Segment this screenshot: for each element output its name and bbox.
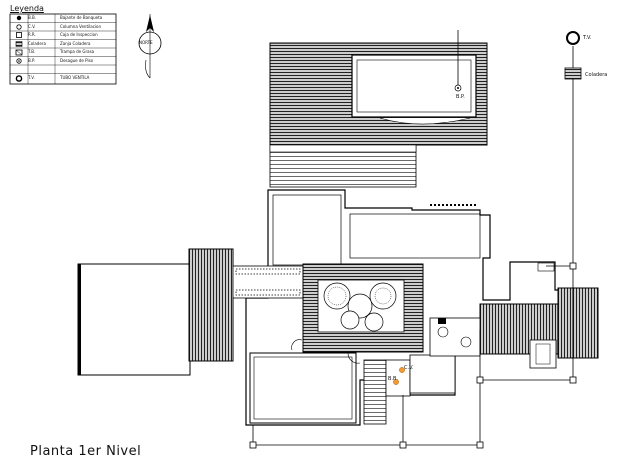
north-arrow xyxy=(138,14,162,79)
legend-description: Caja de Inspeccion xyxy=(60,32,98,37)
vent-pipe-label: T.V. xyxy=(583,35,592,41)
legend-description: Columna Ventilacion xyxy=(60,24,101,29)
legend-symbol-3 xyxy=(16,32,22,38)
legend-code: T.B. xyxy=(28,49,36,54)
legend-box xyxy=(9,13,117,85)
lower-room-left xyxy=(249,352,357,424)
legend-description: Zanja Coladera xyxy=(60,41,91,46)
legend-description: TUBO VENTILA xyxy=(60,75,90,80)
pool-drain-label: B.P. xyxy=(456,94,465,100)
legend-description: Desague de Piso xyxy=(60,58,94,63)
plan-title: Planta 1er Nivel xyxy=(30,444,142,459)
legend-row: R.R. Caja de Inspeccion xyxy=(10,31,116,39)
downspout-marker-2 xyxy=(399,367,405,373)
drain-box-label: Coladera xyxy=(585,72,608,78)
left-roof xyxy=(188,248,234,362)
drain-box-symbol xyxy=(564,67,582,80)
legend-symbol-2 xyxy=(16,24,22,30)
staircase xyxy=(363,359,387,425)
ventilation-pipe-symbol xyxy=(566,31,580,45)
legend-symbol-5 xyxy=(15,49,23,56)
legend-code: T.V. xyxy=(28,75,35,80)
legend-code: R.R. xyxy=(28,32,36,37)
downspout-marker-1 xyxy=(393,379,399,385)
legend-row: B.P. Desague de Piso xyxy=(10,57,116,65)
garden xyxy=(317,279,405,333)
legend-row: C.V. Columna Ventilacion xyxy=(10,23,116,31)
registry-boxes xyxy=(249,262,577,449)
legend-row: Coladera Zanja Coladera xyxy=(10,40,116,48)
far-right-roof xyxy=(557,287,599,359)
legend-row: B.B. Bajante de Banqueta xyxy=(10,14,116,22)
left-slab xyxy=(77,263,191,376)
legend-row: T.B. Trampa de Grasa xyxy=(10,48,116,56)
legend-code: Coladera xyxy=(28,41,46,46)
north-label: NORTE xyxy=(139,40,153,45)
downspout-label: B.B. xyxy=(388,376,399,382)
legend-row: T.V. TUBO VENTILA xyxy=(10,74,116,82)
legend-description: Trampa de Grasa xyxy=(60,49,95,54)
legend-title: Leyenda xyxy=(10,4,44,13)
legend-code: B.P. xyxy=(28,58,36,63)
legend-code: B.B. xyxy=(28,15,37,20)
ventilation-label: C.V. xyxy=(404,365,414,371)
legend-symbol-4 xyxy=(15,41,23,47)
legend-symbol-7 xyxy=(15,75,23,82)
legend-symbol-6 xyxy=(16,58,22,64)
legend-description: Bajante de Banqueta xyxy=(60,15,103,20)
legend-symbol-1 xyxy=(16,15,22,21)
legend-row xyxy=(10,65,116,73)
legend-code: C.V. xyxy=(28,24,36,29)
